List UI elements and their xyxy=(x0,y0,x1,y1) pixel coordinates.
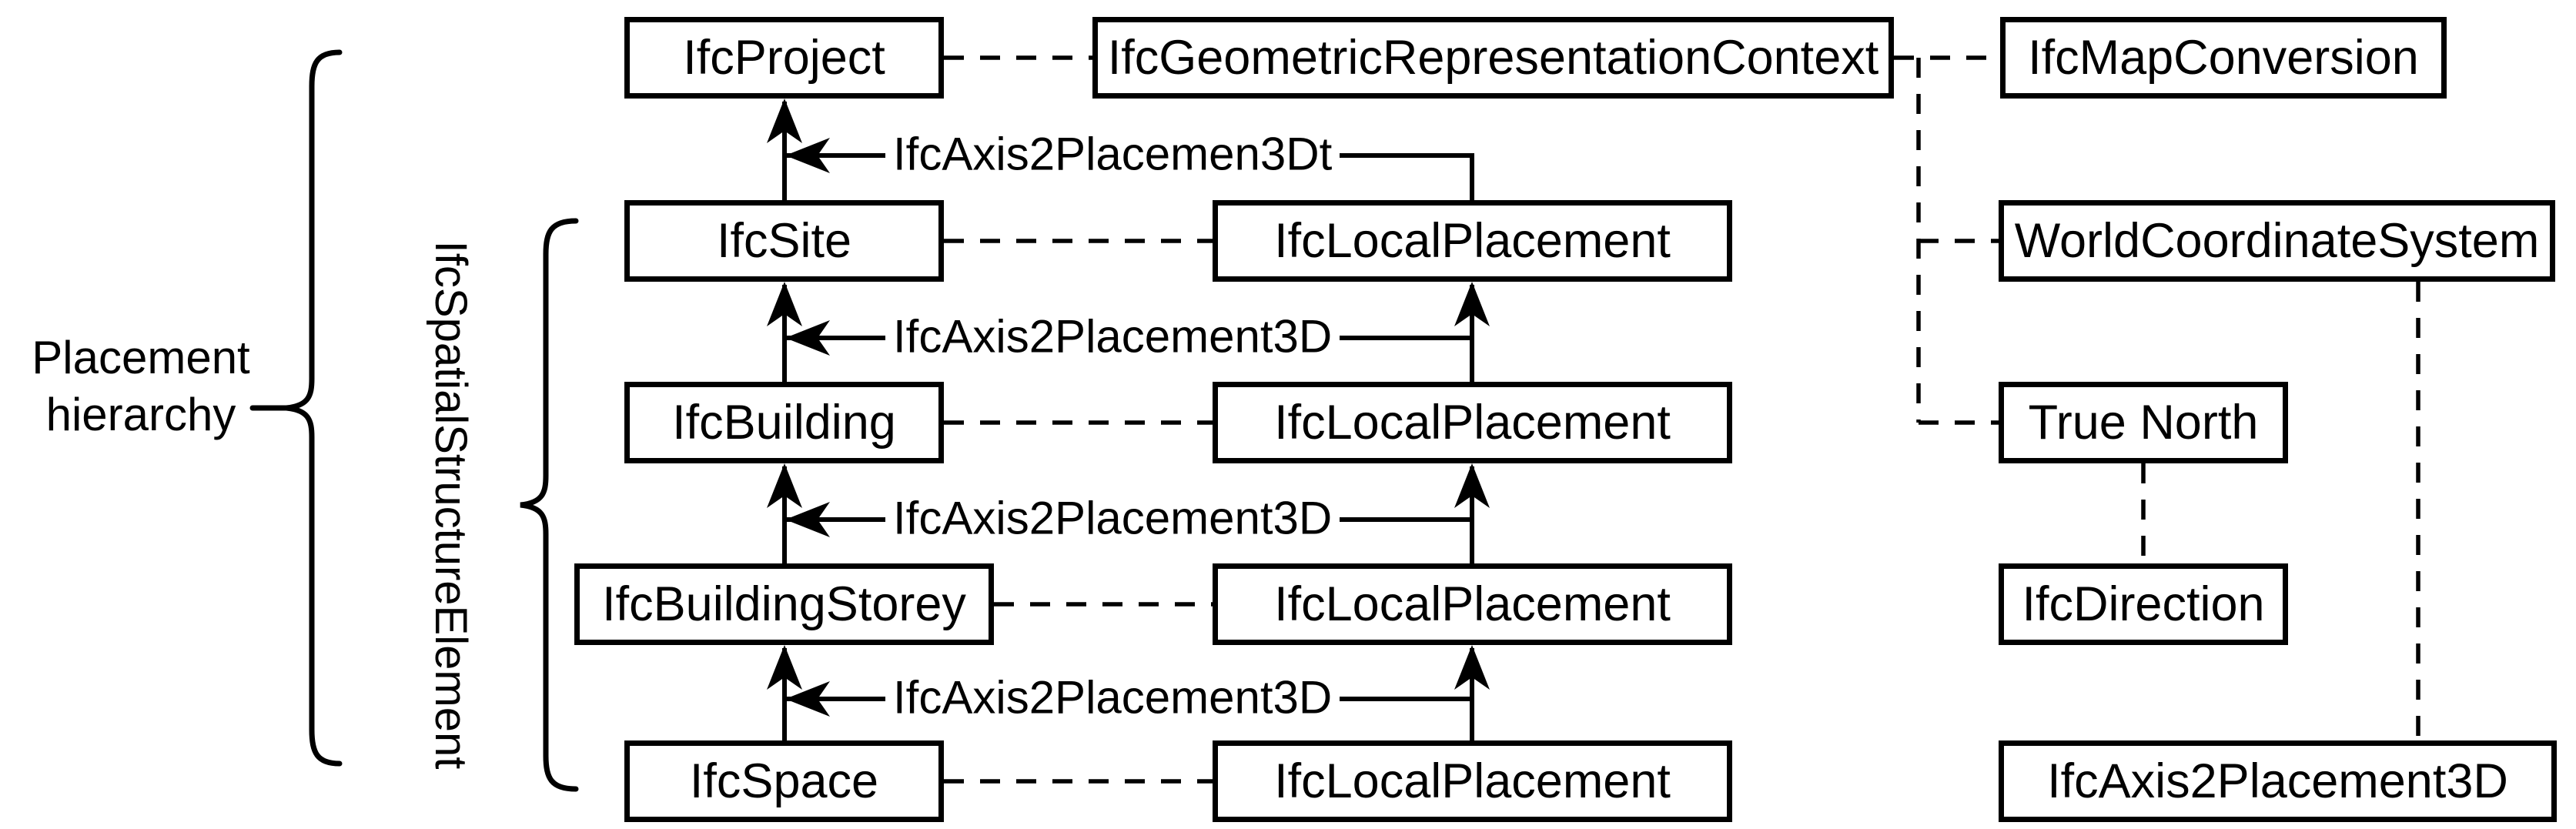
arrowhead-up-ilp2 xyxy=(1454,463,1490,508)
brace-spatial-structure xyxy=(520,218,579,792)
local-placement-arrows xyxy=(1454,282,1490,740)
node-ifcgeometricrepresentationcontext: IfcGeometricRepresentationContext xyxy=(1092,17,1894,99)
arrowhead-left-2 xyxy=(785,320,830,356)
arrowhead-up-building xyxy=(767,463,802,508)
node-ifclocalplacement-space: IfcLocalPlacement xyxy=(1213,740,1732,822)
spatial-arrows xyxy=(767,99,802,740)
node-ifcaxis2placement3d: IfcAxis2Placement3D xyxy=(1999,740,2557,822)
edge-label-axis2placement-project: IfcAxis2Placemen3Dt xyxy=(885,126,1340,182)
node-ifclocalplacement-building: IfcLocalPlacement xyxy=(1213,382,1732,463)
node-ifcsite: IfcSite xyxy=(624,200,944,282)
arrowhead-left-3 xyxy=(785,502,830,537)
node-worldcoordinatesystem: WorldCoordinateSystem xyxy=(1999,200,2555,282)
brace-placement-hierarchy xyxy=(249,49,343,767)
edge-label-axis2placement-building: IfcAxis2Placement3D xyxy=(885,490,1340,547)
placement-hierarchy-line2: hierarchy xyxy=(45,389,236,441)
edge-label-axis2placement-site: IfcAxis2Placement3D xyxy=(885,309,1340,365)
node-truenorth: True North xyxy=(1999,382,2288,463)
spatial-structure-element-label: IfcSpatialStructureElement xyxy=(426,240,476,770)
placement-hierarchy-line1: Placement xyxy=(32,332,250,383)
node-ifcproject: IfcProject xyxy=(624,17,944,99)
arrowhead-up-project xyxy=(767,99,802,143)
node-ifcdirection: IfcDirection xyxy=(1999,563,2288,645)
arrowhead-up-storey xyxy=(767,645,802,690)
arrowhead-up-ilp3 xyxy=(1454,645,1490,690)
placement-hierarchy-label: Placement hierarchy xyxy=(15,329,266,444)
edge-label-axis2placement-storey: IfcAxis2Placement3D xyxy=(885,670,1340,726)
arrowhead-left-1 xyxy=(785,138,830,173)
arrowhead-up-ilp1 xyxy=(1454,282,1490,326)
node-ifcspace: IfcSpace xyxy=(624,740,944,822)
node-ifclocalplacement-storey: IfcLocalPlacement xyxy=(1213,563,1732,645)
node-ifcbuildingstorey: IfcBuildingStorey xyxy=(574,563,994,645)
dashed-connectors xyxy=(944,55,2420,784)
arrowhead-left-4 xyxy=(785,681,830,717)
node-ifclocalplacement-site: IfcLocalPlacement xyxy=(1213,200,1732,282)
brace-outer-path xyxy=(286,49,343,767)
node-ifcmapconversion: IfcMapConversion xyxy=(2000,17,2447,99)
brace-inner-path xyxy=(520,218,579,792)
node-ifcbuilding: IfcBuilding xyxy=(624,382,944,463)
arrowhead-up-site xyxy=(767,282,802,326)
